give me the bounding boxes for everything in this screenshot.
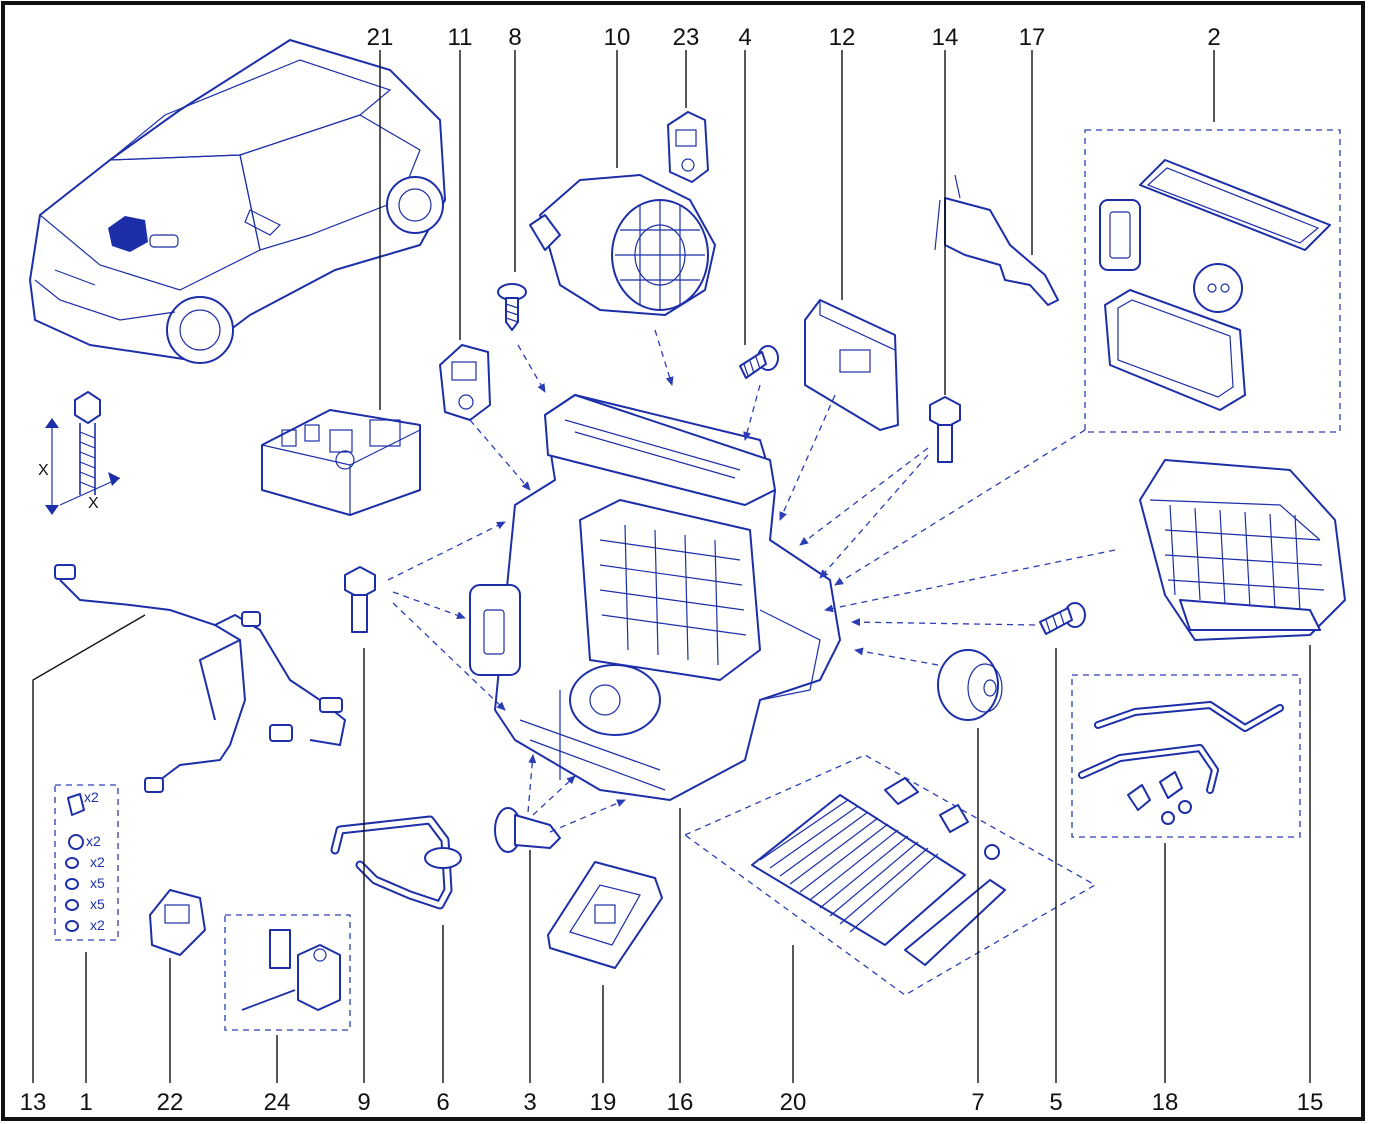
diagram-frame — [1, 1, 1365, 1121]
callout-17: 17 — [1019, 24, 1046, 51]
part-3-push-clip — [494, 807, 561, 853]
part-1-fastener-kit: x2 x2 x2 x5 x5 x2 — [54, 784, 119, 941]
bottom-callouts: 13 1 22 24 9 6 3 19 16 20 7 5 18 15 — [20, 1089, 1324, 1116]
callout-21: 21 — [367, 24, 394, 51]
callout-4: 4 — [738, 24, 751, 51]
dimension-sketch: X X — [38, 391, 121, 515]
part-20-heater-core-kit — [683, 754, 1097, 996]
part-5-screw — [1039, 602, 1086, 635]
part-16-hvac-unit — [469, 394, 841, 801]
qty-4: x5 — [90, 875, 105, 891]
callout-12: 12 — [829, 24, 856, 51]
part-2-seal-kit — [1084, 129, 1341, 433]
callout-14: 14 — [932, 24, 959, 51]
callout-3: 3 — [523, 1089, 536, 1116]
callout-20: 20 — [780, 1089, 807, 1116]
part-6-pipe — [330, 815, 462, 910]
part-18-pipe-kit — [1071, 674, 1301, 838]
top-callouts: 21 11 8 10 23 4 12 14 17 2 — [367, 24, 1221, 51]
part-9-bolt — [344, 566, 376, 633]
part-24-expansion-valve-kit — [224, 914, 351, 1031]
part-7-plug — [937, 649, 1003, 721]
part-22-actuator — [149, 889, 206, 956]
part-13-wiring-harness — [54, 564, 347, 793]
callout-22: 22 — [157, 1089, 184, 1116]
callout-9: 9 — [357, 1089, 370, 1116]
callout-24: 24 — [264, 1089, 291, 1116]
callout-7: 7 — [971, 1089, 984, 1116]
qty-2: x2 — [86, 833, 101, 849]
callout-6: 6 — [436, 1089, 449, 1116]
dimension-label-vertical: X — [38, 462, 49, 479]
part-12-control-unit — [804, 299, 899, 431]
qty-5: x5 — [90, 896, 105, 912]
part-15-heater-assembly — [1139, 459, 1346, 641]
vehicle-illustration — [29, 39, 446, 364]
qty-6: x2 — [90, 917, 105, 933]
leader-lines — [32, 50, 1311, 1083]
callout-15: 15 — [1297, 1089, 1324, 1116]
qty-1: x2 — [84, 789, 99, 805]
callout-13: 13 — [20, 1089, 47, 1116]
callout-18: 18 — [1152, 1089, 1179, 1116]
dimension-label-horizontal: X — [88, 495, 99, 512]
callout-2: 2 — [1207, 24, 1220, 51]
part-8-screw — [497, 283, 527, 331]
part-21-control-module — [261, 409, 421, 516]
callout-11: 11 — [448, 24, 473, 51]
assembly-arrows — [387, 329, 1116, 833]
part-4-screw — [739, 345, 779, 379]
callout-19: 19 — [590, 1089, 617, 1116]
part-11-actuator — [439, 344, 491, 421]
callout-1: 1 — [79, 1089, 92, 1116]
part-17-bracket — [934, 174, 1059, 306]
callout-23: 23 — [673, 24, 700, 51]
part-10-blower-motor — [529, 174, 716, 316]
callout-8: 8 — [508, 24, 521, 51]
callout-5: 5 — [1049, 1089, 1062, 1116]
callout-10: 10 — [604, 24, 631, 51]
part-14-bolt — [929, 396, 961, 463]
callout-16: 16 — [667, 1089, 694, 1116]
qty-3: x2 — [90, 854, 105, 870]
part-19-control-module — [547, 861, 663, 969]
part-23-actuator — [667, 111, 709, 183]
